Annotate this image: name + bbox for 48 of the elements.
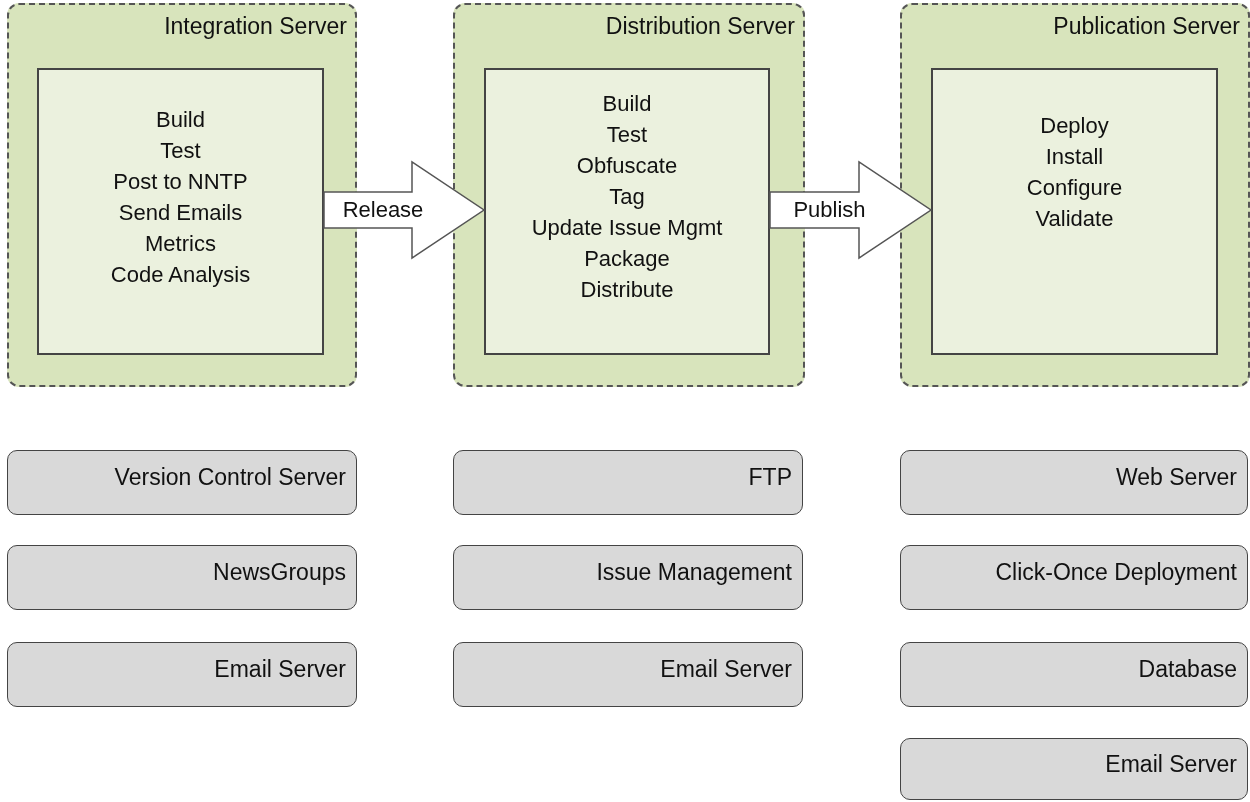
service-label: Click-Once Deployment [995, 559, 1237, 586]
task-box [37, 68, 324, 355]
task-item: Test [606, 121, 648, 149]
service-box [900, 450, 1248, 515]
server-group [900, 3, 1250, 387]
edge-label: Publish [793, 197, 866, 223]
task-item: Metrics [145, 229, 216, 258]
service-box [453, 642, 803, 707]
service-label: NewsGroups [213, 559, 346, 586]
edge-label: Release [342, 197, 424, 223]
service-label: Issue Management [596, 559, 792, 586]
task-item: Build [602, 90, 652, 118]
task-item: Test [160, 136, 201, 165]
task-item: Build [156, 105, 205, 134]
service-label: Database [1138, 656, 1237, 683]
service-label: Version Control Server [114, 464, 346, 491]
task-item: Install [1045, 142, 1104, 171]
service-label: Email Server [1105, 750, 1237, 778]
task-item: Post to NNTP [113, 167, 248, 196]
task-item: Package [584, 245, 670, 273]
service-box [900, 642, 1248, 707]
service-label: Web Server [1116, 464, 1237, 491]
service-box [453, 545, 803, 610]
task-item: Configure [1026, 173, 1123, 202]
service-box [900, 545, 1248, 610]
service-label: FTP [748, 464, 792, 491]
block-arrow [323, 160, 486, 260]
group-heading: Publication Server [1053, 13, 1240, 40]
task-item: Deploy [1040, 111, 1109, 140]
service-box [7, 450, 357, 515]
task-item: Distribute [580, 276, 674, 304]
task-box [931, 68, 1218, 355]
block-arrow [769, 160, 933, 260]
task-item: Validate [1035, 204, 1114, 233]
service-box [7, 545, 357, 610]
service-box [453, 450, 803, 515]
task-item: Tag [609, 183, 645, 211]
group-heading: Integration Server [164, 13, 347, 40]
service-box [7, 642, 357, 707]
group-heading: Distribution Server [605, 13, 795, 40]
service-label: Email Server [660, 656, 792, 683]
task-item: Send Emails [118, 198, 243, 227]
task-box [484, 68, 770, 355]
task-item: Update Issue Mgmt [531, 214, 723, 242]
task-item: Code Analysis [110, 260, 251, 289]
service-box [900, 738, 1248, 800]
task-item: Obfuscate [576, 152, 678, 180]
service-label: Email Server [214, 656, 346, 683]
